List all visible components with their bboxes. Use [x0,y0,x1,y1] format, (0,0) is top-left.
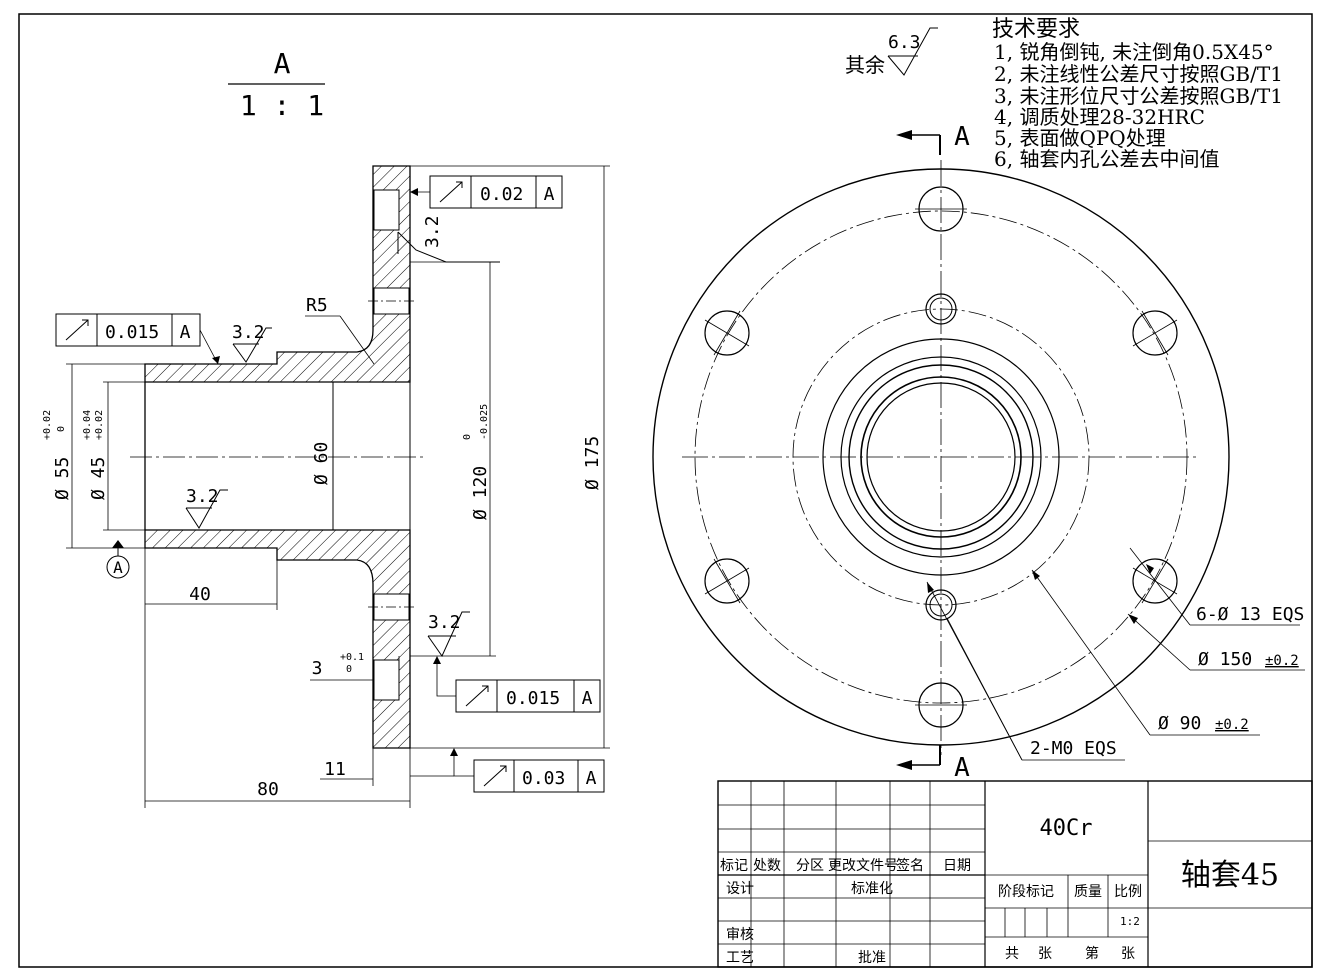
bolt-hole [704,558,750,604]
svg-text:0.02: 0.02 [480,184,523,205]
callout-holes: 6-Ø 13 EQS [1196,604,1304,625]
section-mark-bottom: A [954,753,970,783]
tolerance-frame: 0.015 A [55,313,220,365]
tolerance-frame: 0.02 A [410,175,563,209]
bolt-hole [704,310,750,356]
section-hatch-bottom [144,529,411,749]
dim-bore45-tol-lower: +0.02 [94,410,105,440]
roughness-symbol: 3.2 [232,322,272,363]
front-view: A A [652,122,1305,783]
svg-text:3.2: 3.2 [232,322,265,343]
tb-scale-value: 1:2 [1120,915,1140,928]
dim-len80: 80 [257,779,279,800]
drawing-border [18,13,1313,968]
dim-bore55-tol-upper: +0.02 [42,410,53,440]
tech-requirement-item: 1, 锐角倒钝, 未注倒角0.5X45° [994,40,1274,64]
tolerance-frame: 0.03 A [410,748,605,793]
dim-bore45-tol-upper: +0.04 [82,410,93,440]
bolt-hole [915,186,967,232]
surface-finish-note: 其余 6.3 [845,27,938,77]
dim-bore55: Ø 55 [52,457,73,500]
tb-approve: 批准 [858,950,886,966]
svg-text:0.015: 0.015 [105,322,159,343]
section-scale: 1 : 1 [240,89,324,122]
threaded-hole [925,293,957,325]
dim-dia120: Ø 120 [470,466,491,520]
dim-radius: R5 [306,295,328,316]
tech-requirement-item: 6, 轴套内孔公差去中间值 [994,147,1219,171]
tb-design: 设计 [726,881,754,897]
roughness-symbol: 3.2 [185,486,228,529]
dim-dia60: Ø 60 [311,442,332,485]
svg-text:其余: 其余 [845,53,885,77]
tech-requirement-item: 5, 表面做QPQ处理 [994,126,1166,150]
threaded-hole [925,589,957,621]
dim-dia120-tol-upper: 0 [462,434,473,440]
tech-requirement-item: 3, 未注形位尺寸公差按照GB/T1 [994,84,1283,108]
tech-requirement-item: 2, 未注线性公差尺寸按照GB/T1 [994,62,1283,86]
svg-text:A: A [180,322,191,343]
callout-pcd90: Ø 90 [1158,713,1201,734]
section-view: A 1 : 1 Ø 55 +0.02 [42,47,610,808]
svg-text:3.2: 3.2 [422,215,443,248]
svg-text:处数: 处数 [753,858,781,874]
tb-weight: 质量 [1074,884,1102,900]
svg-text:共: 共 [1005,946,1019,962]
svg-text:张: 张 [1121,946,1135,962]
roughness-symbol: 3.2 [427,611,470,658]
tb-scale-label: 比例 [1114,884,1142,900]
dim-len40: 40 [189,584,211,605]
dim-len3-tol-lower: 0 [346,664,352,675]
section-hatch-top [144,165,411,383]
tb-process: 工艺 [726,950,754,966]
dim-bore45: Ø 45 [88,457,109,500]
svg-text:标记: 标记 [720,858,748,874]
svg-text:6.3: 6.3 [888,32,921,53]
svg-text:第: 第 [1085,945,1099,962]
tech-requirement-item: 4, 调质处理28-32HRC [994,105,1205,129]
svg-text:0.03: 0.03 [522,768,565,789]
section-title-letter: A [274,47,291,80]
callout-pcd90-tol: ±0.2 [1215,717,1249,733]
tolerance-frame: 0.015 A [433,656,601,713]
svg-text:3.2: 3.2 [186,486,219,507]
svg-text:签名: 签名 [896,857,924,874]
datum-label: A [113,558,123,577]
dim-dia120-tol-lower: -0.025 [479,404,490,440]
tech-requirements: 技术要求 1, 锐角倒钝, 未注倒角0.5X45° 2, 未注线性公差尺寸按照G… [992,17,1283,171]
svg-text:A: A [586,768,597,789]
dim-bore55-tol-lower: 0 [56,426,67,432]
tb-material: 40Cr [1040,816,1093,841]
tb-stage: 阶段标记 [998,884,1054,900]
tb-standardize: 标准化 [851,881,893,897]
bolt-hole [1132,558,1178,604]
svg-text:张: 张 [1038,946,1052,962]
tb-review: 审核 [726,927,754,943]
svg-text:日期: 日期 [943,858,971,874]
dim-len11: 11 [324,759,346,780]
tb-part-name: 轴套45 [1181,858,1279,893]
section-mark-top: A [954,122,970,152]
bolt-hole [1132,310,1178,356]
callout-pcd150: Ø 150 [1198,649,1252,670]
roughness-symbol: 3.2 [397,215,500,263]
dim-len3-tol-upper: +0.1 [340,652,364,663]
svg-text:3.2: 3.2 [428,612,461,633]
svg-text:A: A [582,688,593,709]
dim-dia175: Ø 175 [582,436,603,490]
svg-text:分区: 分区 [796,858,824,874]
tech-requirements-title: 技术要求 [992,17,1080,42]
dim-len3: 3 [312,658,323,679]
svg-text:A: A [544,184,555,205]
svg-text:0.015: 0.015 [506,688,560,709]
svg-text:更改文件号: 更改文件号 [828,858,898,874]
callout-threads: 2-M0 EQS [1030,738,1117,759]
callout-pcd150-tol: ±0.2 [1265,653,1299,669]
bolt-hole [915,682,967,728]
title-block: 标记 处数 分区 更改文件号 签名 日期 设计 标准化 审核 工艺 批准 40C… [717,780,1313,968]
